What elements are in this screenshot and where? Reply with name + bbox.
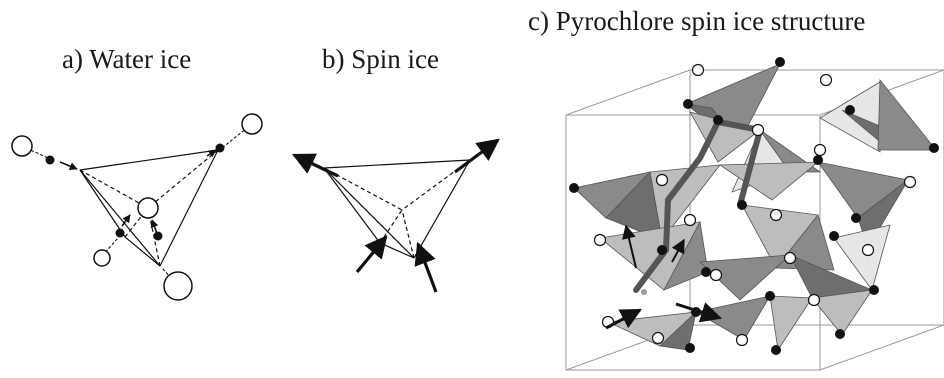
open-sites <box>593 63 917 347</box>
hydrogen-atoms <box>45 143 225 241</box>
spin-arrows <box>291 138 500 293</box>
tetrahedron-edges <box>323 159 471 259</box>
spin-ice-diagram <box>291 138 500 293</box>
highlighted-tetrahedron-arrows <box>605 224 723 330</box>
oxygen-atoms <box>11 113 263 301</box>
panel-c-title: c) Pyrochlore spin ice structure <box>528 6 866 36</box>
filled-sites <box>569 57 939 355</box>
panel-a-title: a) Water ice <box>62 44 192 74</box>
tetrahedra <box>573 63 937 352</box>
panel-b-title: b) Spin ice <box>322 44 439 74</box>
pyrochlore-structure-diagram <box>565 57 944 371</box>
water-ice-diagram <box>11 113 263 301</box>
proton-arrows <box>59 149 217 237</box>
